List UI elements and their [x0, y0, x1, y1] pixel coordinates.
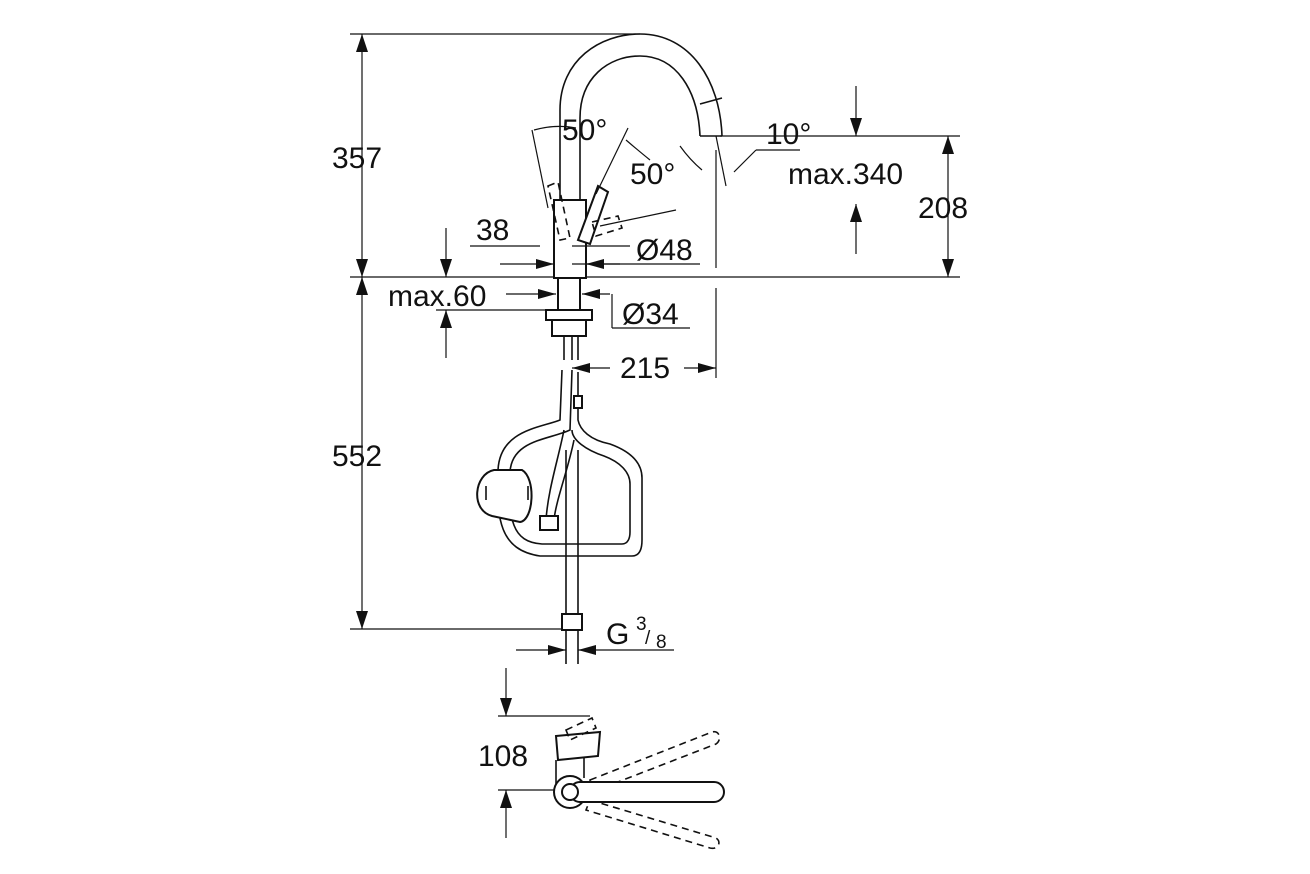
dimension-reach: 215: [620, 352, 670, 385]
dimension-spray-angle: 10°: [766, 118, 811, 151]
dimension-lines: [356, 34, 954, 838]
dimension-lever-clearance: 108: [478, 740, 528, 773]
dimension-body-diameter: Ø48: [636, 234, 693, 267]
dimension-under-height: 552: [332, 440, 382, 473]
dimension-total-height: 357: [332, 142, 382, 175]
dimension-connection-sup: 3: [636, 614, 647, 635]
dimension-connection-prefix: G: [606, 618, 629, 651]
faucet-top-view: [498, 715, 725, 850]
dimension-outlet-height: 208: [918, 192, 968, 225]
reference-lines: [350, 33, 960, 630]
dimension-spout-angle: 50°: [562, 114, 607, 147]
dimension-connection-slash: /: [645, 628, 651, 649]
dimension-lever-angle: 50°: [630, 158, 675, 191]
dimension-labels: 357 552 50° 50° 10° max.340 208 38 Ø48 m…: [332, 114, 968, 773]
dimension-spray-length: max.340: [788, 158, 903, 191]
dimension-base-width: 38: [476, 214, 509, 247]
dimension-connection-sub: 8: [656, 632, 667, 653]
hose-assembly: [476, 369, 643, 664]
faucet-side-view: [531, 33, 800, 360]
dimension-hole-diameter: Ø34: [622, 298, 679, 331]
dimension-deck-thickness: max.60: [388, 280, 486, 313]
